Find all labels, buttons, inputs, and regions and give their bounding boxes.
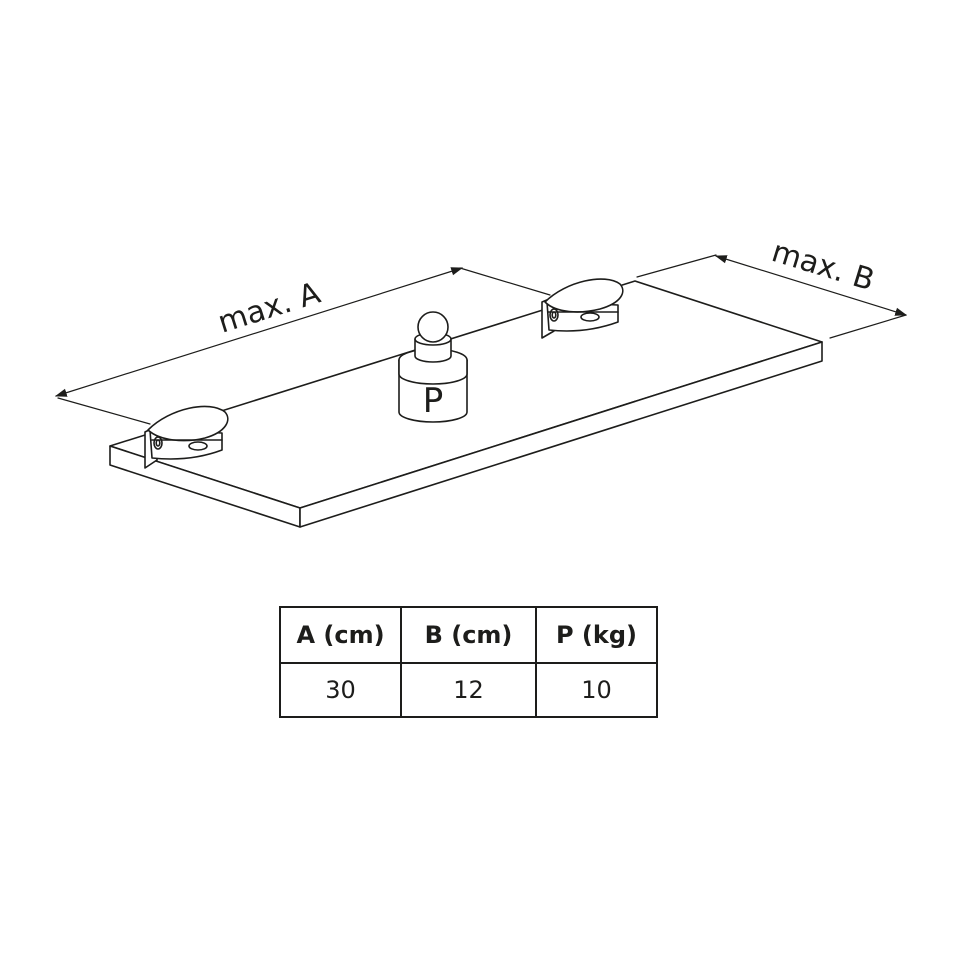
right-shelf-clamp — [541, 278, 624, 339]
table-row: 30 12 10 — [279, 662, 658, 718]
header-b: B (cm) — [400, 606, 537, 664]
value-b: 12 — [400, 662, 537, 718]
dimension-a-label: max. A — [214, 276, 325, 341]
left-shelf-clamp — [144, 405, 229, 469]
table-header-row: A (cm) B (cm) P (kg) — [279, 606, 658, 664]
header-a: A (cm) — [279, 606, 402, 664]
weight-label: P — [423, 381, 444, 421]
load-spec-table: A (cm) B (cm) P (kg) 30 12 10 — [279, 606, 658, 718]
header-p: P (kg) — [535, 606, 658, 664]
value-a: 30 — [279, 662, 402, 718]
weight-icon: P — [398, 311, 468, 423]
value-p: 10 — [535, 662, 658, 718]
